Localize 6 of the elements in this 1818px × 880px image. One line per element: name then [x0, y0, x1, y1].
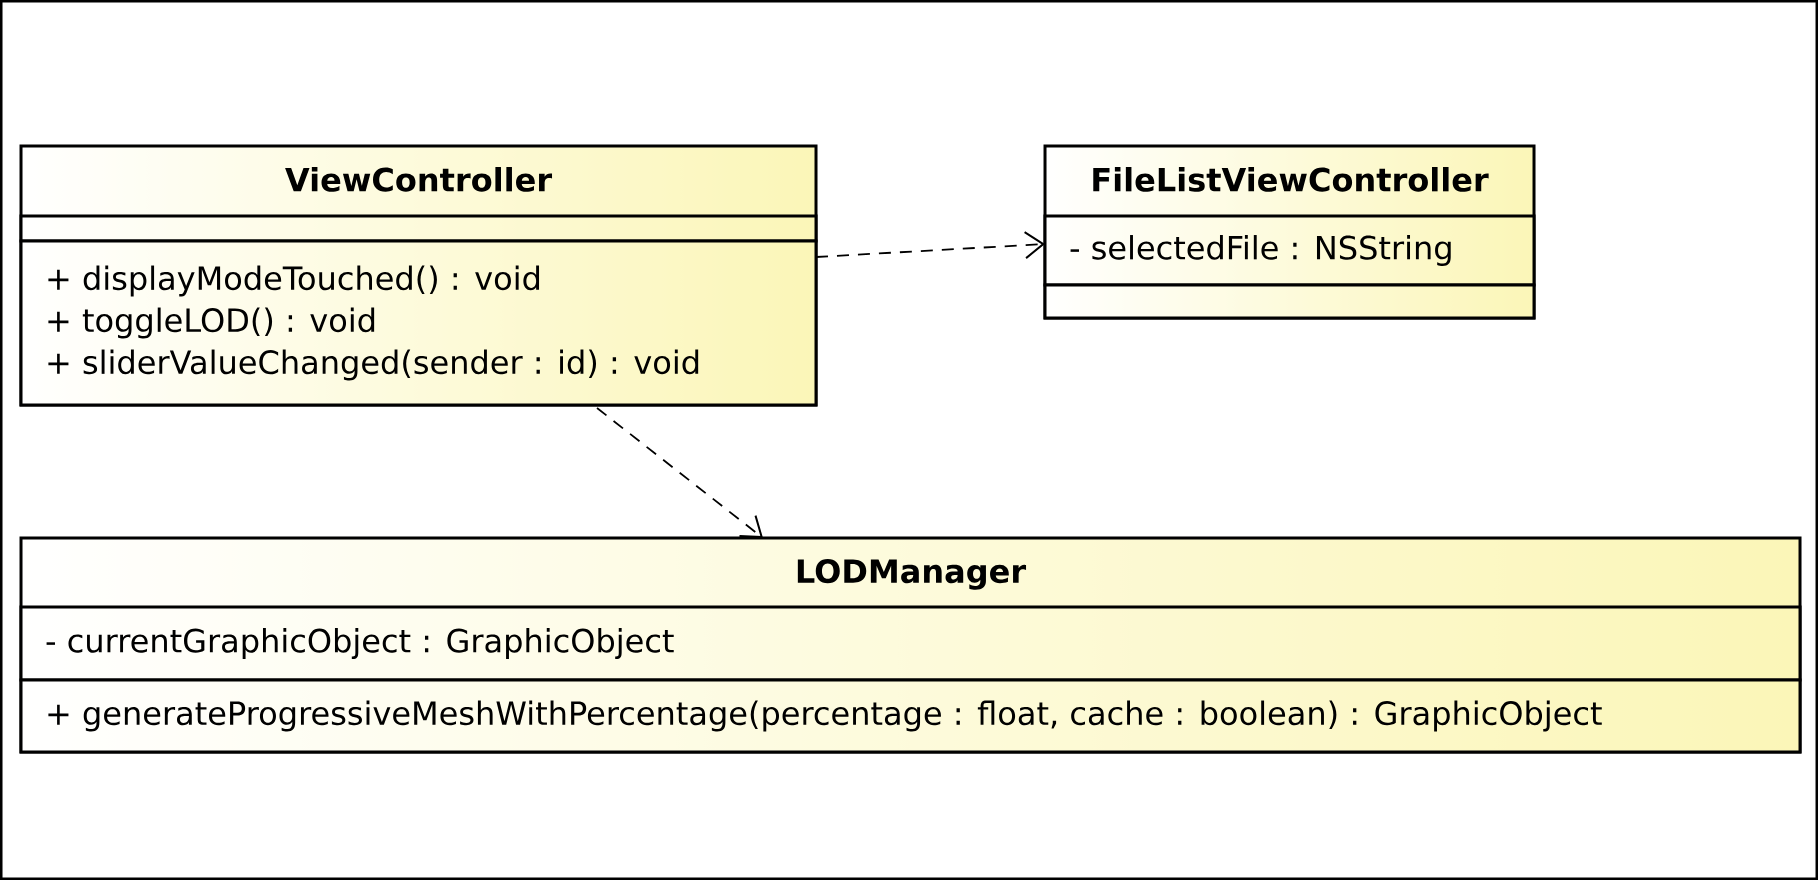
class-compartment: + generateProgressiveMeshWithPercentage(percentage : float, cache : boolean) : GraphicObject: [19, 678, 1802, 754]
class-compartment: [1043, 283, 1536, 320]
class-compartment: [19, 214, 818, 243]
class-compartment: - currentGraphicObject : GraphicObject: [19, 605, 1802, 682]
dependency-arrow: [596, 407, 763, 538]
dependency-arrow: [815, 231, 1045, 260]
